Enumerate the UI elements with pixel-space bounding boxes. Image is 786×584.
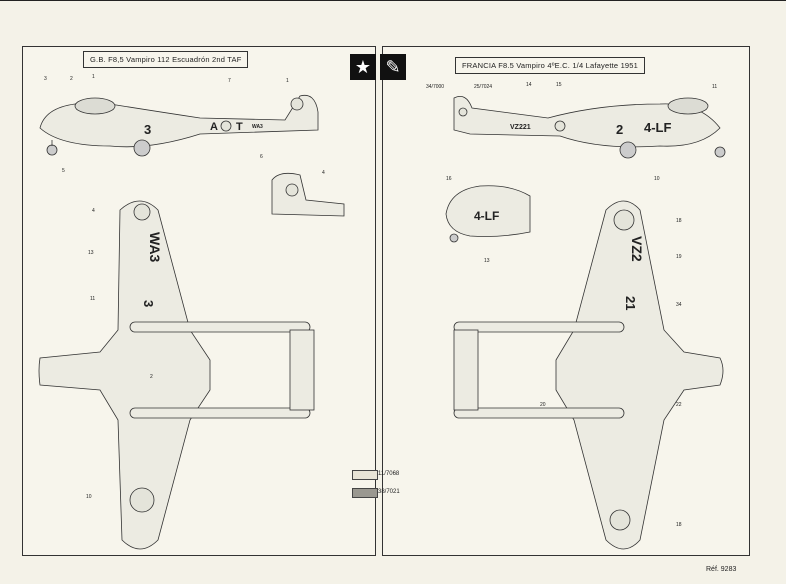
left-plan-view [38,200,315,550]
right-wing-number: 21 [623,296,638,310]
right-side-code: 4-LF [644,120,672,135]
left-side-code-t: T [236,121,243,133]
callout: 13 [88,250,94,256]
callout: 25/7024 [474,84,492,90]
right-wing-serial: VZ2 [629,236,645,262]
callout: 20 [540,402,546,408]
callout: 16 [446,176,452,182]
callout: 19 [676,254,682,260]
right-callouts: 34/7000 25/7024 14 15 11 10 16 13 18 19 … [426,82,717,528]
callout: 18 [676,218,682,224]
color-swatch-light-code: 11/7068 [378,471,400,477]
star-icon: ★ [350,54,376,80]
color-swatch-dark [352,488,378,498]
top-rule [0,0,786,1]
callout: 34 [676,302,682,308]
left-side-code-a: A [210,121,218,133]
callout: 11 [90,296,95,302]
left-callouts: 3 2 1 7 1 5 6 4 4 13 11 2 10 [44,74,325,500]
callout: 3 [44,76,47,82]
callout: 6 [260,154,263,160]
callout: 11 [712,84,717,90]
right-plan-view [453,200,724,550]
callout: 2 [70,76,73,82]
left-side-profile [39,94,319,157]
right-panel-title: FRANCIA F8.5 Vampiro 4ºE.C. 1/4 Lafayett… [455,57,646,74]
right-side-profile [453,95,726,159]
left-side-letter: 3 [144,122,151,137]
reference-number: Réf. 9283 [706,566,737,573]
callout: 34/7000 [426,84,444,90]
right-nose-detail [445,185,531,243]
left-wing-letter: 3 [141,300,156,307]
callout: 4 [322,170,325,176]
callout: 13 [484,258,490,264]
color-swatch-dark-code: 38/7021 [378,489,400,495]
callout: 22 [676,402,682,408]
left-wing-serial: WA3 [147,232,163,263]
left-side-serial: WA3 [252,124,263,130]
callout: 14 [526,82,532,88]
callout: 2 [150,374,153,380]
color-swatch-light [352,470,378,480]
right-side-serial: VZ221 [510,124,531,131]
callout: 7 [228,78,231,84]
brush-icon: ✎ [380,54,406,80]
callout: 15 [556,82,562,88]
callout: 10 [86,494,92,500]
callout: 18 [676,522,682,528]
right-side-number: 2 [616,122,623,137]
left-panel-title: G.B. F8,5 Vampiro 112 Escuadrón 2nd TAF [83,51,249,68]
callout: 5 [62,168,65,174]
callout: 1 [92,74,95,80]
callout: 10 [654,176,660,182]
callout: 4 [92,208,95,214]
right-nose-code: 4-LF [474,209,499,223]
left-tail-detail [271,172,345,217]
callout: 1 [286,78,289,84]
